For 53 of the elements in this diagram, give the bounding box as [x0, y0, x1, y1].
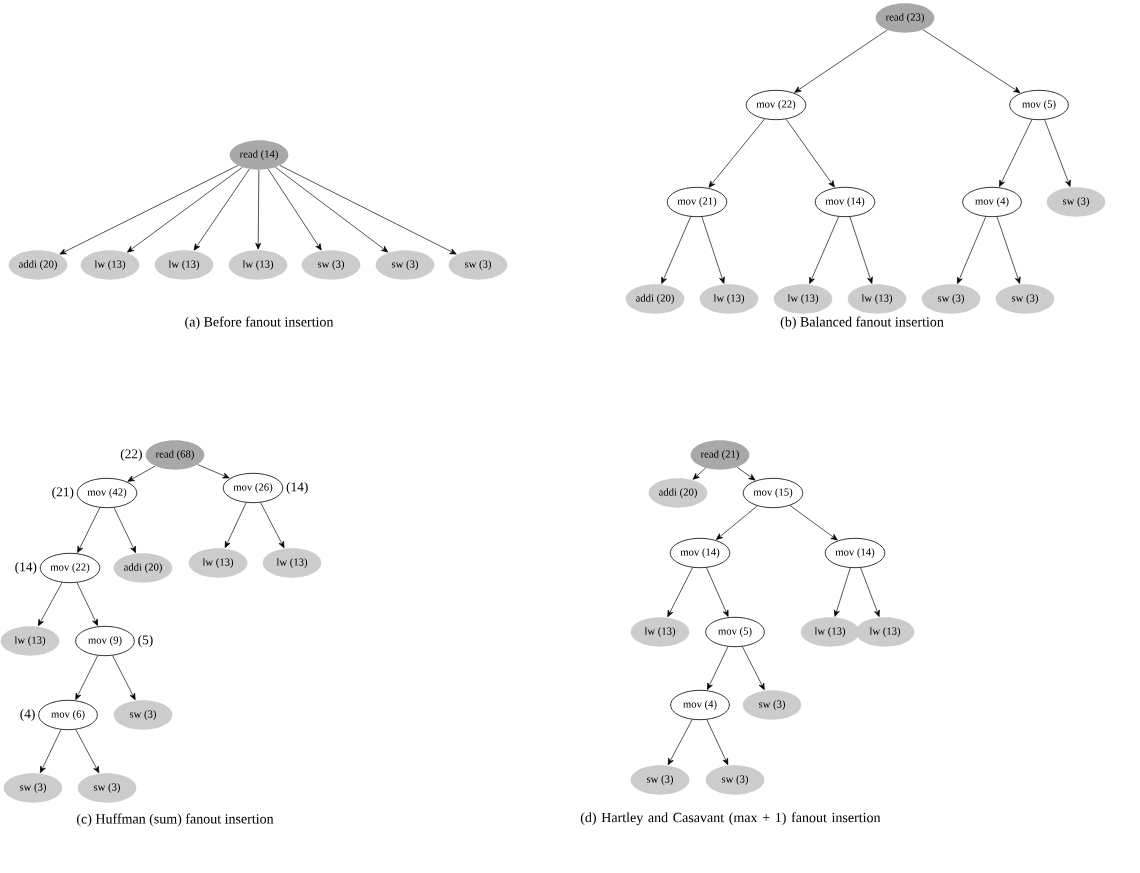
arrow	[37, 582, 63, 627]
side-label: (4)	[20, 708, 35, 722]
arrow	[834, 567, 851, 617]
arrow	[716, 505, 758, 540]
arrow	[255, 169, 262, 250]
arrow	[999, 119, 1033, 187]
side-label: (21)	[52, 486, 74, 500]
arrow	[267, 168, 322, 251]
side-label: (14)	[15, 561, 37, 575]
arrow	[77, 507, 101, 553]
arrow	[789, 505, 838, 541]
arrow	[922, 29, 1021, 93]
arrow	[197, 464, 230, 479]
arrow	[849, 216, 873, 284]
arrow	[193, 168, 250, 251]
arrow	[224, 502, 247, 548]
arrow	[75, 729, 100, 774]
arrow	[667, 567, 693, 618]
arrow	[127, 465, 156, 482]
arrow	[275, 167, 389, 253]
arrow	[708, 118, 765, 188]
arrow	[260, 502, 285, 549]
arrow	[76, 582, 98, 626]
arrow	[957, 216, 987, 284]
arrow	[112, 655, 136, 701]
caption: (d) Hartley and Casavant (max + 1) fanout insertion	[580, 812, 881, 826]
arrow	[736, 466, 756, 481]
caption: (b) Balanced fanout insertion	[780, 316, 944, 330]
caption: (a) Before fanout insertion	[185, 316, 334, 330]
arrow	[707, 646, 729, 690]
side-label: (14)	[286, 481, 308, 495]
arrow	[742, 646, 765, 691]
arrow	[59, 165, 239, 255]
arrow	[701, 216, 725, 284]
arrow	[127, 167, 243, 253]
side-label: (22)	[120, 448, 142, 462]
arrow	[794, 29, 888, 93]
arrow	[706, 719, 729, 765]
arrow	[1044, 119, 1071, 187]
arrow	[40, 729, 62, 774]
arrow	[860, 567, 880, 617]
arrow	[113, 507, 136, 554]
arrow	[667, 719, 693, 766]
caption: (c) Huffman (sum) fanout insertion	[77, 813, 274, 827]
arrow	[809, 216, 839, 284]
arrow	[785, 118, 835, 188]
arrow	[692, 467, 706, 480]
arrow	[75, 655, 99, 700]
side-label: (5)	[138, 634, 153, 648]
arrow	[279, 165, 457, 255]
arrow	[706, 567, 729, 617]
arrow	[661, 216, 691, 284]
arrow	[996, 216, 1021, 284]
